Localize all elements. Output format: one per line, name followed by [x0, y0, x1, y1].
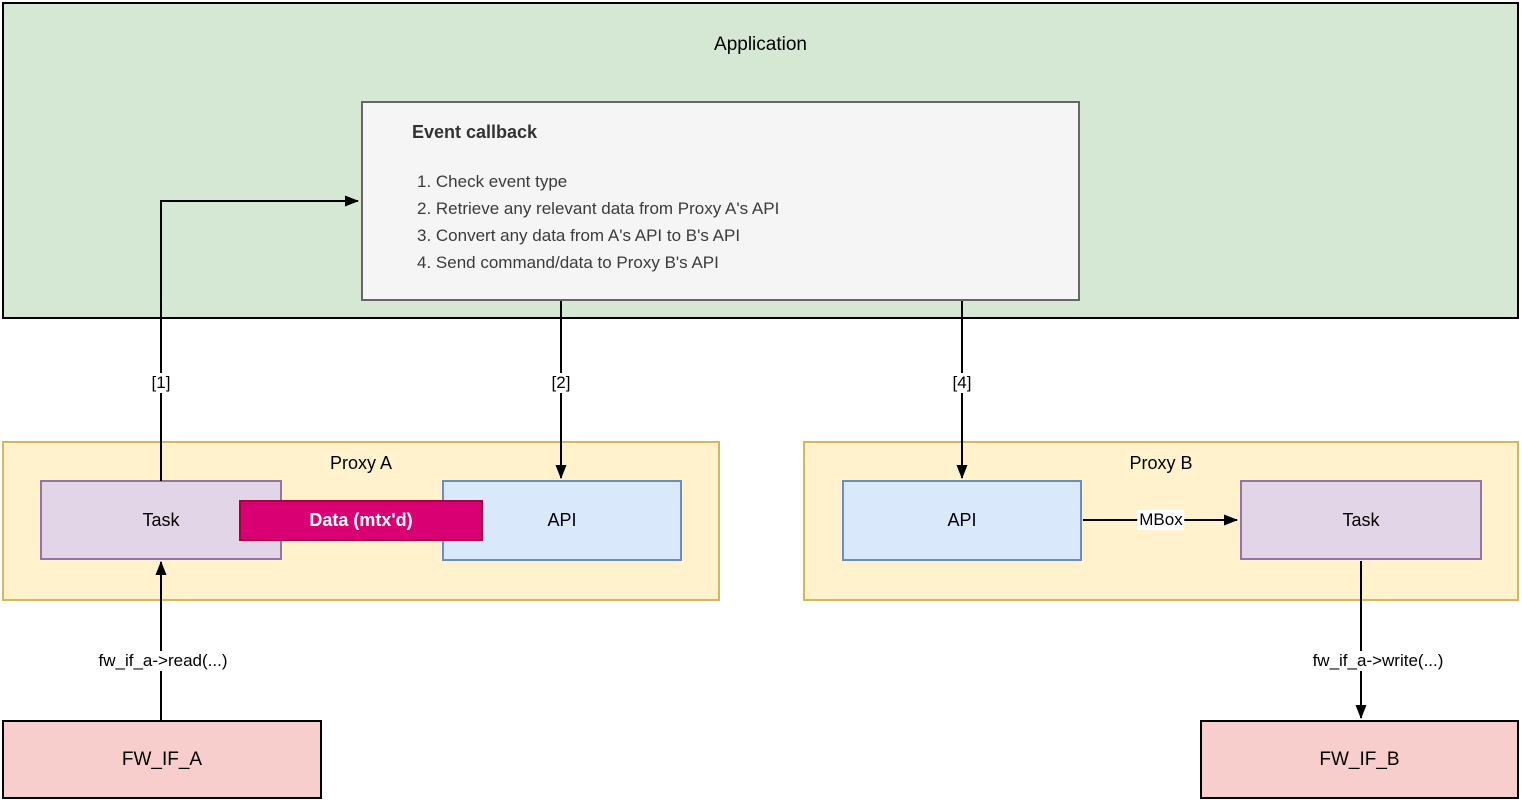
event-callback-step: 4. Send command/data to Proxy B's API — [417, 253, 719, 272]
proxy-b-task-box: Task — [1240, 480, 1482, 560]
proxy-a-task-label: Task — [142, 509, 180, 530]
data-mutex-label: Data (mtx'd) — [309, 510, 413, 530]
fw-if-a-box: FW_IF_A — [2, 720, 322, 799]
edge-label-1: [1] — [149, 373, 173, 393]
proxy-a-title: Proxy A — [329, 453, 393, 473]
proxy-b-api-label: API — [947, 510, 977, 530]
fw-if-b-box: FW_IF_B — [1200, 720, 1519, 799]
edge-label-2: [2] — [549, 373, 573, 393]
edge-label-4: [4] — [950, 373, 974, 393]
event-callback-box — [361, 101, 1080, 301]
edge-label-mbox: MBox — [1137, 510, 1185, 530]
data-mutex-box: Data (mtx'd) — [239, 500, 483, 541]
application-title: Application — [714, 34, 807, 55]
edge-label-write: fw_if_a->write(...) — [1310, 651, 1446, 671]
proxy-a-api-label: API — [547, 510, 577, 530]
event-callback-step: 2. Retrieve any relevant data from Proxy… — [417, 199, 780, 218]
event-callback-title: Event callback — [412, 122, 538, 142]
fw-if-b-label: FW_IF_B — [1319, 748, 1400, 770]
proxy-b-api-box: API — [842, 480, 1082, 561]
event-callback-step: 1. Check event type — [417, 172, 568, 191]
event-callback-steps: 1. Check event type 2. Retrieve any rele… — [417, 168, 779, 276]
event-callback-step: 3. Convert any data from A's API to B's … — [417, 226, 741, 245]
proxy-b-title: Proxy B — [1129, 453, 1193, 473]
edge-label-read: fw_if_a->read(...) — [96, 651, 230, 671]
fw-if-a-label: FW_IF_A — [121, 748, 203, 770]
proxy-b-task-label: Task — [1342, 509, 1380, 530]
